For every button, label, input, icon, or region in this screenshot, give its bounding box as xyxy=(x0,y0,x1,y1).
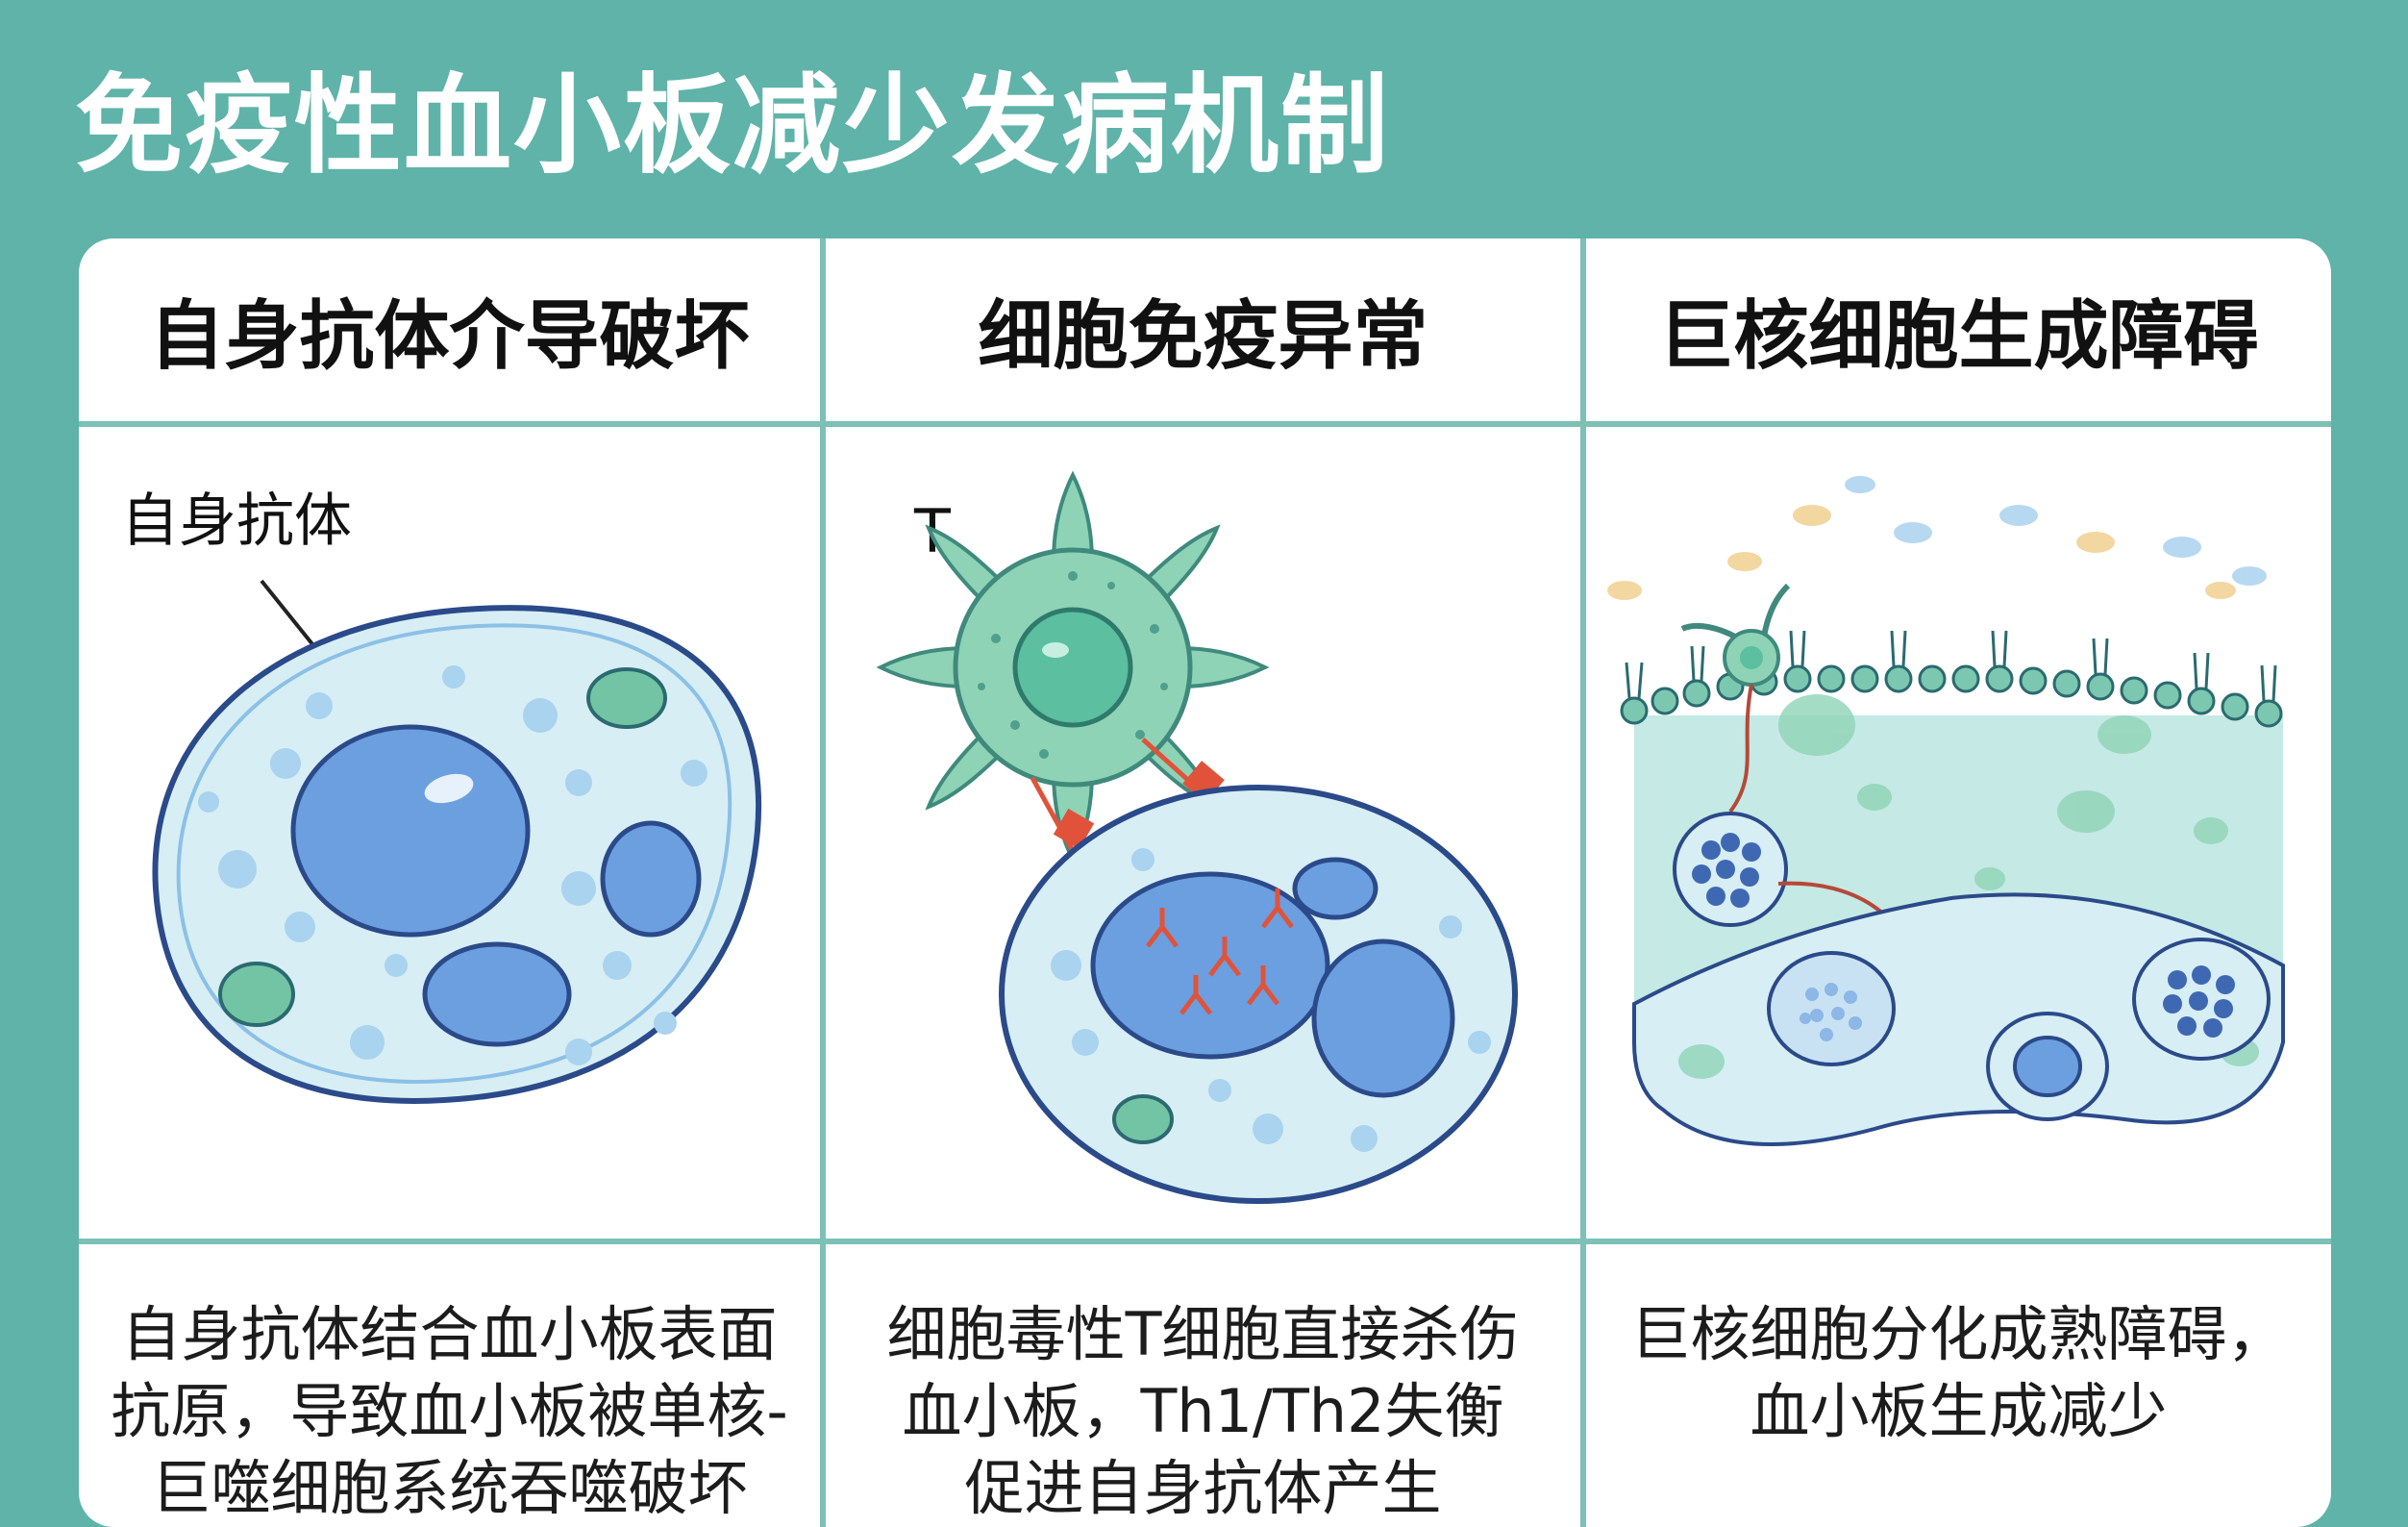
description-line: 血小板，Th1/Th2失衡 xyxy=(902,1376,1504,1446)
description-cellular-immunity: 细胞毒性T细胞直接杀伤 血小板，Th1/Th2失衡 促进自身抗体产生 xyxy=(826,1296,1580,1527)
t-cell-illustration: T xyxy=(876,470,1518,1204)
heading-cellular-immunity: 细胞免疫异常 xyxy=(978,293,1428,380)
description-autoantibody: 自身抗体结合血小板表面 抗原，导致血小板被单核- 巨噬细胞系统吞噬破坏 xyxy=(79,1296,820,1527)
column-divider xyxy=(820,238,826,1527)
description-line: 抗原，导致血小板被单核- xyxy=(111,1376,788,1446)
platelet-cell xyxy=(152,605,762,1104)
page-title: 免疫性血小板减少发病机制 xyxy=(75,63,1390,188)
floating-platelets xyxy=(1607,476,2267,600)
description-line: 巨核细胞分化成熟障碍， xyxy=(1630,1299,2287,1369)
description-line: 血小板生成减少 xyxy=(1750,1376,2168,1446)
t-cell xyxy=(876,470,1270,864)
marrow-cells xyxy=(1767,938,2271,1121)
column-divider xyxy=(1580,238,1586,1527)
autoantibody-label: 自身抗体 xyxy=(121,488,352,555)
description-megakaryocyte: 巨核细胞分化成熟障碍， 血小板生成减少 xyxy=(1586,1296,2331,1450)
description-line: 巨噬细胞系统吞噬破坏 xyxy=(151,1453,748,1523)
heading-megakaryocyte: 巨核细胞生成障碍 xyxy=(1658,293,2259,380)
description-line: 自身抗体结合血小板表面 xyxy=(121,1299,778,1369)
target-platelet xyxy=(999,785,1518,1204)
header-divider xyxy=(79,421,2331,427)
mechanism-panel: 自身抗体介导破坏 细胞免疫异常 巨核细胞生成障碍 自身抗体 T xyxy=(79,238,2331,1527)
description-line: 促进自身抗体产生 xyxy=(964,1453,1442,1523)
stem-cell xyxy=(1680,583,1791,814)
heading-autoantibody: 自身抗体介导破坏 xyxy=(149,293,750,380)
megakaryocyte-illustration xyxy=(1607,476,2285,1146)
description-line: 细胞毒性T细胞直接杀伤 xyxy=(886,1299,1520,1369)
description-divider xyxy=(79,1239,2331,1244)
platelet-illustration: 自身抗体 xyxy=(121,488,762,1104)
